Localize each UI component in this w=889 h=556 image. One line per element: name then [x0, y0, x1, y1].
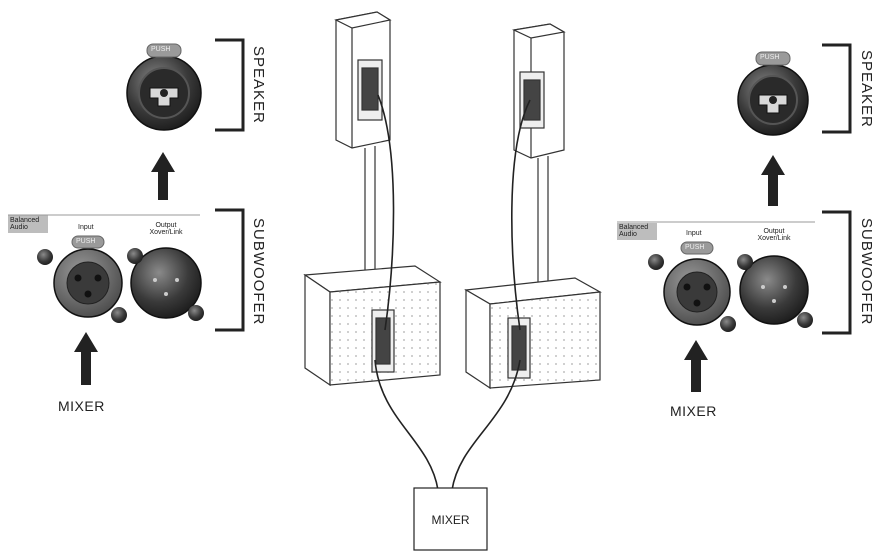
- input-label-left: Input: [78, 224, 94, 231]
- xlr-male-icon: [127, 247, 204, 321]
- mixer-label-right: MIXER: [670, 403, 717, 419]
- speaker-cabinet-icon: [334, 11, 392, 275]
- xlr-male-icon: [737, 254, 813, 328]
- speaker-label-right: SPEAKER: [858, 50, 875, 128]
- balanced-audio-label-left: Balanced Audio: [10, 217, 40, 231]
- mixer-box-label: MIXER: [431, 513, 470, 527]
- mixer-box-icon: [413, 487, 488, 551]
- arrow-up-icon: [151, 152, 175, 200]
- push-label-left-sub: PUSH: [76, 238, 96, 245]
- subwoofer-cabinet-icon: [303, 265, 442, 387]
- subwoofer-panel-right: [617, 221, 815, 332]
- combo-jack-icon: [126, 43, 202, 131]
- push-label-right-speaker: PUSH: [760, 54, 780, 61]
- xlr-female-icon: [648, 241, 736, 332]
- push-label-left-speaker: PUSH: [151, 46, 171, 53]
- cables: [374, 94, 531, 491]
- mixer-label-left: MIXER: [58, 398, 105, 414]
- input-label-right: Input: [686, 230, 702, 237]
- subwoofer-label-left: SUBWOOFER: [250, 218, 267, 326]
- arrow-up-icon: [684, 340, 708, 392]
- arrow-up-icon: [761, 155, 785, 206]
- balanced-audio-label-right: Balanced Audio: [619, 224, 649, 238]
- push-label-right-sub: PUSH: [685, 244, 705, 251]
- subwoofer-panel-left: [8, 214, 204, 323]
- subwoofer-label-right: SUBWOOFER: [858, 218, 875, 326]
- combo-jack-icon: [737, 51, 809, 136]
- speaker-cabinet-icon: [512, 23, 566, 285]
- output-label-right: Output Xover/Link: [757, 228, 791, 242]
- arrow-up-icon: [74, 332, 98, 385]
- xlr-female-icon: [37, 235, 127, 323]
- subwoofer-cabinet-icon: [464, 277, 602, 390]
- speaker-label-left: SPEAKER: [250, 46, 267, 124]
- output-label-left: Output Xover/Link: [149, 222, 183, 236]
